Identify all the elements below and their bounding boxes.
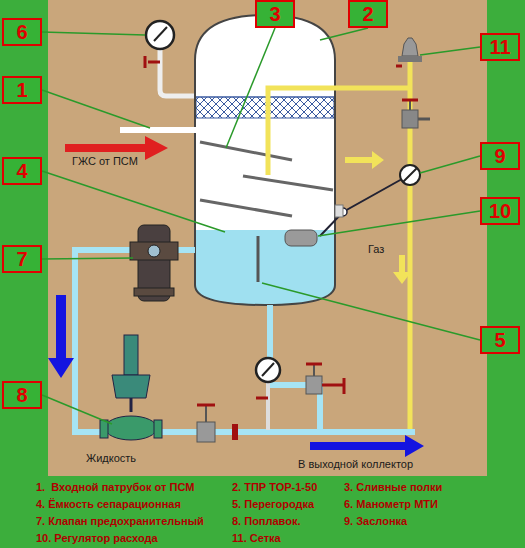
callout-box: 8 (2, 381, 42, 409)
flow-label: В выходной коллектор (298, 458, 413, 471)
callout-box: 3 (255, 0, 295, 28)
legend-item: 5. Перегородка (232, 498, 314, 511)
callout-box: 1 (2, 76, 42, 104)
callout-number: 3 (269, 4, 280, 24)
callout-box: 2 (348, 0, 388, 28)
legend-item: 8. Поплавок. (232, 515, 301, 528)
callout-box: 9 (480, 142, 520, 170)
callout-number: 9 (494, 146, 505, 166)
callout-number: 8 (16, 385, 27, 405)
legend-item: 9. Заслонка (344, 515, 407, 528)
legend-item: 11. Сетка (232, 532, 281, 545)
legend-item: 3. Сливные полки (344, 481, 442, 494)
legend-item: 10. Регулятор расхода (36, 532, 158, 545)
legend-item: 4. Ёмкость сепарационная (36, 498, 181, 511)
callout-number: 10 (489, 201, 511, 221)
callout-number: 6 (16, 22, 27, 42)
callout-box: 5 (480, 326, 520, 354)
flow-label: Газ (368, 243, 384, 256)
callout-number: 2 (362, 4, 373, 24)
callout-box: 6 (2, 18, 42, 46)
callout-number: 1 (16, 80, 27, 100)
callout-box: 4 (2, 157, 42, 185)
callout-box: 11 (480, 33, 520, 61)
callout-number: 11 (489, 37, 510, 57)
legend-item: 1. Входной патрубок от ПСМ (36, 481, 194, 494)
callout-number: 5 (494, 330, 505, 350)
legend-item: 6. Манометр МТИ (344, 498, 438, 511)
flow-label: ГЖС от ПСМ (72, 155, 138, 168)
callout-number: 7 (16, 249, 27, 269)
callout-box: 10 (480, 197, 520, 225)
flow-label: Жидкость (86, 452, 136, 465)
legend-item: 7. Клапан предохранительный (36, 515, 204, 528)
callout-number: 4 (16, 161, 27, 181)
legend-item: 2. ТПР ТОР-1-50 (232, 481, 317, 494)
callout-box: 7 (2, 245, 42, 273)
